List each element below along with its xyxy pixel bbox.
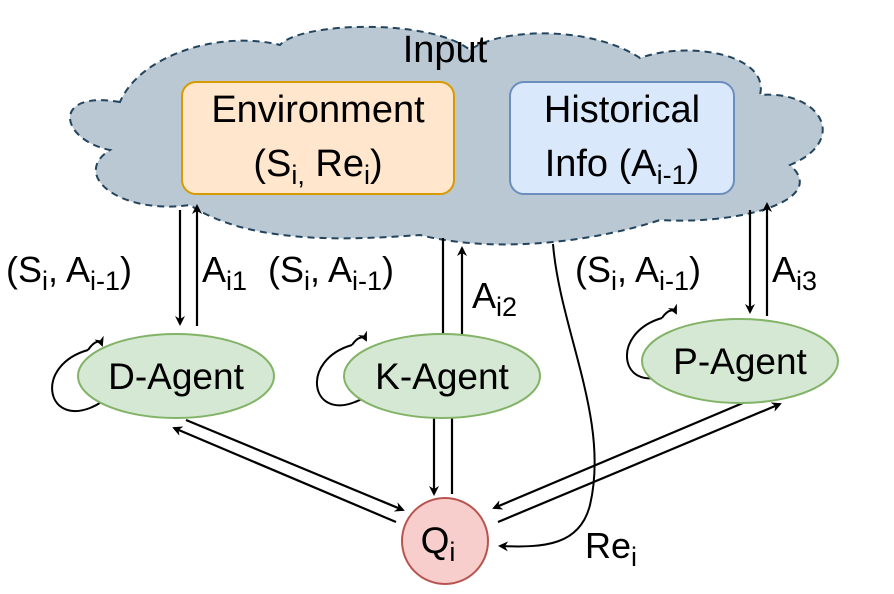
q-label: Qi	[421, 520, 456, 567]
p-agent-input-label: (Si, Ai-1)	[575, 249, 701, 296]
d-agent-input-label: (Si, Ai-1)	[6, 249, 132, 296]
q-node	[401, 497, 489, 585]
historical-vars: Info (Ai-1)	[545, 143, 700, 190]
k-agent-label: K-Agent	[375, 356, 509, 397]
d-agent-label: D-Agent	[108, 356, 244, 397]
input-label: Input	[403, 29, 488, 71]
d-agent-self-loop-head	[87, 335, 104, 351]
p-agent-label: P-Agent	[673, 341, 807, 382]
arrow-p-agent-to-q	[492, 398, 751, 510]
d-agent-output-label: Ai1	[202, 249, 247, 296]
k-agent-self-loop-head	[351, 330, 367, 346]
historical-info-box	[509, 81, 735, 195]
re-label: Rei	[585, 525, 637, 572]
p-agent-node	[641, 318, 839, 404]
arrow-d-agent-to-q	[185, 418, 405, 512]
k-agent-input-label: (Si, Ai-1)	[268, 249, 394, 296]
environment-box	[181, 81, 455, 195]
historical-title: Historical	[544, 89, 700, 131]
d-agent-node	[77, 333, 275, 419]
environment-title: Environment	[211, 89, 425, 131]
k-agent-output-label: Ai2	[472, 275, 517, 322]
p-agent-output-label: Ai3	[772, 249, 817, 296]
p-agent-self-loop-head	[661, 303, 677, 319]
arrow-q-to-d-agent	[172, 426, 397, 524]
k-agent-node	[343, 333, 541, 419]
environment-vars: (Si, Rei)	[253, 143, 382, 190]
arrow-q-to-p-agent	[497, 402, 782, 524]
